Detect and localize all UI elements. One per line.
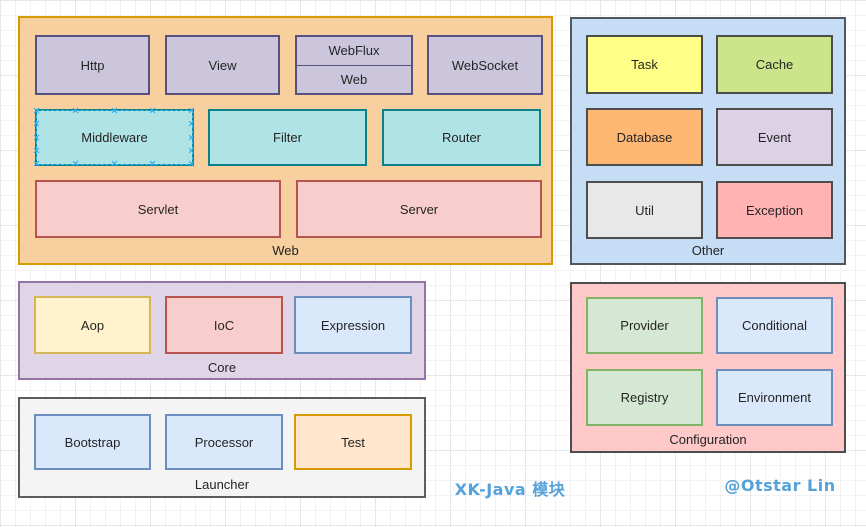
- node-event[interactable]: Event: [716, 108, 833, 166]
- node-exception[interactable]: Exception: [716, 181, 833, 239]
- node-http-label: Http: [80, 57, 105, 73]
- node-router[interactable]: Router: [382, 109, 541, 166]
- group-other[interactable]: Task Cache Database Event Util Exception…: [570, 17, 846, 265]
- node-cache-label: Cache: [755, 57, 794, 72]
- group-launcher-label: Launcher: [194, 477, 250, 492]
- selection-handle[interactable]: [111, 107, 118, 114]
- selection-handle[interactable]: [188, 107, 195, 114]
- node-ioc[interactable]: IoC: [165, 296, 283, 354]
- selection-handle[interactable]: [33, 120, 40, 127]
- node-processor-label: Processor: [194, 434, 254, 450]
- selection-handle[interactable]: [111, 160, 118, 167]
- node-server-label: Server: [399, 201, 439, 217]
- node-event-label: Event: [757, 129, 792, 145]
- node-database[interactable]: Database: [586, 108, 703, 166]
- selection-handle[interactable]: [149, 107, 156, 114]
- selection-handle[interactable]: [72, 107, 79, 114]
- node-provider[interactable]: Provider: [586, 297, 703, 354]
- diagram-title[interactable]: XK-Java 模块: [454, 480, 566, 499]
- node-servlet-label: Servlet: [137, 201, 179, 217]
- node-task-label: Task: [631, 57, 658, 72]
- node-util[interactable]: Util: [586, 181, 703, 239]
- group-web-label: Web: [272, 243, 299, 258]
- node-exception-label: Exception: [745, 202, 804, 218]
- node-websocket-label: WebSocket: [451, 57, 519, 73]
- node-environment-label: Environment: [738, 390, 811, 405]
- node-web-sub-label: Web: [340, 71, 368, 87]
- node-ioc-label: IoC: [213, 317, 235, 333]
- node-web-sub[interactable]: Web: [297, 64, 411, 94]
- node-processor[interactable]: Processor: [165, 414, 283, 470]
- node-task[interactable]: Task: [586, 35, 703, 94]
- selection-handle[interactable]: [188, 160, 195, 167]
- node-conditional[interactable]: Conditional: [716, 297, 833, 354]
- node-http[interactable]: Http: [35, 35, 150, 95]
- node-middleware-label: Middleware: [81, 130, 148, 145]
- node-filter-label: Filter: [273, 130, 302, 145]
- group-core-label: Core: [207, 360, 237, 375]
- node-aop-label: Aop: [80, 317, 105, 333]
- node-aop[interactable]: Aop: [34, 296, 151, 354]
- node-environment[interactable]: Environment: [716, 369, 833, 426]
- selection-handle[interactable]: [33, 107, 40, 114]
- group-web[interactable]: Http View WebFlux Web WebSocket Middlewa…: [18, 16, 553, 265]
- node-expression-label: Expression: [320, 317, 386, 333]
- node-server[interactable]: Server: [296, 180, 542, 238]
- node-conditional-label: Conditional: [741, 318, 808, 333]
- group-configuration[interactable]: Provider Conditional Registry Environmen…: [570, 282, 846, 453]
- selection-handle[interactable]: [72, 160, 79, 167]
- node-provider-label: Provider: [620, 318, 669, 333]
- selection-handle[interactable]: [33, 160, 40, 167]
- node-cache[interactable]: Cache: [716, 35, 833, 94]
- group-launcher[interactable]: Bootstrap Processor Test Launcher: [18, 397, 426, 498]
- node-webflux[interactable]: WebFlux: [297, 37, 411, 65]
- node-servlet[interactable]: Servlet: [35, 180, 281, 238]
- selection-handle[interactable]: [188, 120, 195, 127]
- group-core[interactable]: Aop IoC Expression Core: [18, 281, 426, 380]
- node-router-label: Router: [441, 130, 482, 145]
- node-websocket[interactable]: WebSocket: [427, 35, 543, 95]
- selection-handle[interactable]: [188, 134, 195, 141]
- node-expression[interactable]: Expression: [294, 296, 412, 354]
- selection-handle[interactable]: [33, 134, 40, 141]
- group-configuration-label: Configuration: [669, 432, 747, 447]
- selection-handle[interactable]: [188, 147, 195, 154]
- node-filter[interactable]: Filter: [208, 109, 367, 166]
- node-bootstrap-label: Bootstrap: [64, 434, 121, 450]
- selection-handle[interactable]: [33, 147, 40, 154]
- group-other-label: Other: [691, 243, 725, 258]
- node-view-label: View: [208, 57, 237, 73]
- node-bootstrap[interactable]: Bootstrap: [34, 414, 151, 470]
- node-database-label: Database: [616, 129, 673, 145]
- node-test[interactable]: Test: [294, 414, 412, 470]
- node-middleware[interactable]: Middleware: [35, 109, 194, 166]
- node-util-label: Util: [635, 202, 654, 218]
- node-registry-label: Registry: [620, 390, 669, 405]
- author-credit[interactable]: @Otstar Lin: [724, 476, 836, 495]
- node-webflux-web[interactable]: WebFlux Web: [295, 35, 413, 95]
- node-registry[interactable]: Registry: [586, 369, 703, 426]
- selection-handle[interactable]: [149, 160, 156, 167]
- node-webflux-label: WebFlux: [328, 43, 380, 59]
- node-view[interactable]: View: [165, 35, 280, 95]
- node-test-label: Test: [341, 434, 365, 450]
